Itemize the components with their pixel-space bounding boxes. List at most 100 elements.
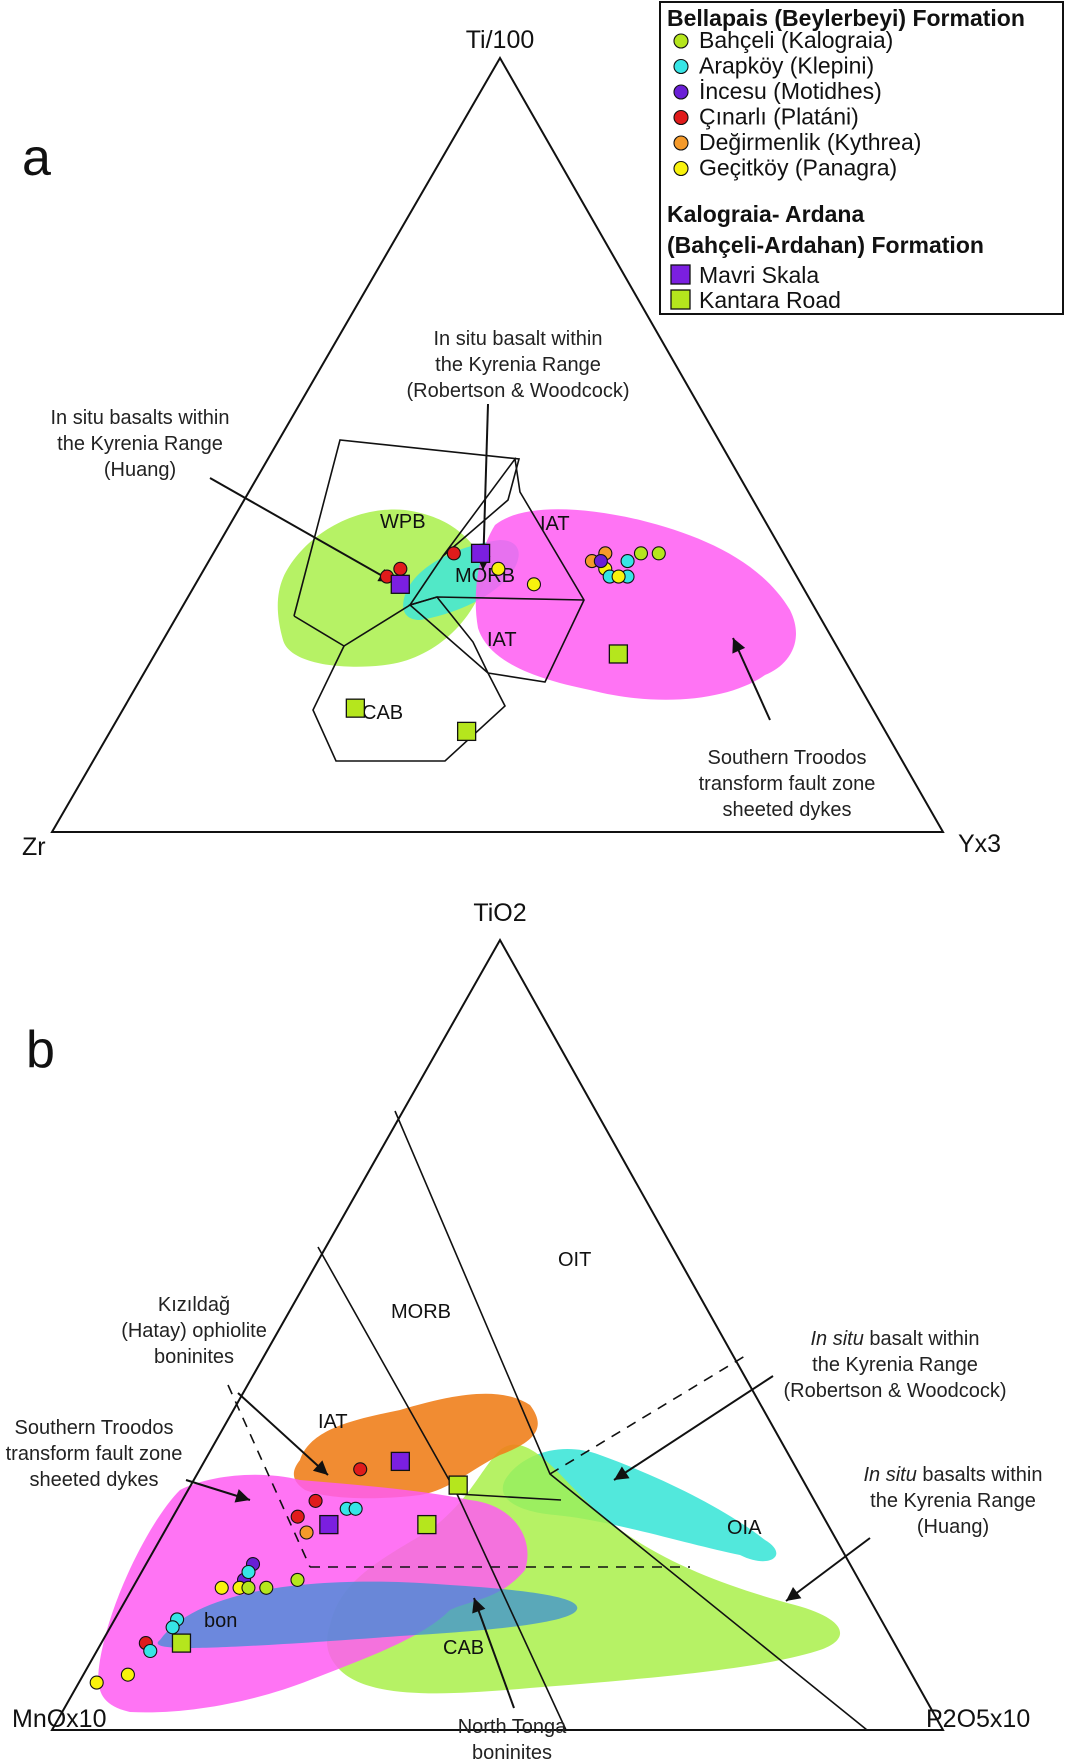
annotation-a-0-line-1: the Kyrenia Range: [57, 433, 223, 455]
annotation-b-2-line-1: the Kyrenia Range: [812, 1354, 978, 1376]
annotation-b-1-arrow-head: [234, 1489, 250, 1503]
annotation-b-1-line-1: transform fault zone: [6, 1443, 183, 1465]
annotation-b-3-span: the Kyrenia Range: [870, 1490, 1036, 1512]
annotation-b-2-span: In situ: [811, 1328, 864, 1350]
annotation-b-3-span: In situ: [864, 1464, 917, 1486]
annotation-b-4-arrow-line: [473, 1597, 515, 1709]
ternary-plot-b: b TiO2 MnOx10 P2O5x10 OITMORBIATOIACABbo…: [6, 899, 1043, 1763]
legend-title-bellapais: Bellapais (Beylerbeyi) Formation: [667, 5, 1025, 31]
annotation-b-3-span: (Huang): [917, 1516, 989, 1538]
envelopes-b: [98, 1393, 841, 1713]
field-boundaries-b: [227, 1110, 868, 1731]
b-point-11: [241, 1580, 256, 1595]
field-label-b-2: IAT: [318, 1411, 348, 1433]
legend: Bellapais (Beylerbeyi) Formation Bahçeli…: [659, 1, 1064, 315]
annotation-b-2: In situ basalt within the Kyrenia Range (R…: [613, 1328, 1007, 1481]
annotation-b-2-span: basalt within: [864, 1328, 980, 1350]
b-point-3: [348, 1501, 363, 1516]
a-point-17: [608, 644, 629, 664]
b-point-8: [241, 1564, 256, 1580]
legend-square-label-1: Kantara Road: [699, 287, 841, 313]
legend-label-4: Değirmenlik (Kythrea): [699, 129, 921, 155]
annotation-b-0-line-1: (Hatay) ophiolite: [121, 1320, 267, 1342]
legend-square-1: [670, 289, 691, 310]
annotation-b-3-line-2: (Huang): [917, 1516, 989, 1538]
annotation-b-0: Kızıldağ (Hatay) ophiolite boninites: [121, 1294, 329, 1476]
b-point-17: [143, 1643, 158, 1659]
annotation-b-0-line-2: boninites: [154, 1346, 234, 1368]
annotation-a-2-arrow-line: [732, 637, 771, 721]
field-boundary-iat-a: [343, 456, 585, 683]
field-boundary-dashed-top-b: [549, 1355, 746, 1475]
annotation-b-3: In situ basalts within the Kyrenia Range (…: [785, 1464, 1043, 1602]
envelope-north-tonga-b: [157, 1581, 578, 1648]
a-point-3: [491, 561, 506, 576]
annotation-b-2-line-2: (Robertson & Woodcock): [783, 1380, 1006, 1402]
b-point-10: [214, 1580, 229, 1595]
legend-marker-0: [673, 33, 689, 49]
b-point-18: [120, 1667, 135, 1682]
b-point-20: [390, 1451, 410, 1472]
triangle-frame-b: [50, 937, 945, 1731]
apex-right-a: Yx3: [958, 830, 1001, 858]
legend-title-kalograia-line1: Kalograia- Ardana: [667, 201, 864, 227]
annotation-a-0-arrow-line: [209, 477, 394, 583]
b-point-13: [290, 1572, 305, 1587]
annotation-b-3-line-0: In situ basalts within: [864, 1464, 1043, 1486]
b-point-15: [165, 1620, 180, 1635]
legend-marker-3: [673, 109, 689, 126]
legend-label-0: Bahçeli (Kalograia): [699, 27, 893, 53]
field-boundary-cab-b: [456, 1493, 567, 1731]
legend-label-1: Arapköy (Klepini): [699, 53, 874, 79]
field-label-b-0: OIT: [558, 1249, 591, 1271]
apex-right-b: P2O5x10: [926, 1705, 1030, 1733]
field-boundary-dashed-bon-b: [227, 1384, 311, 1568]
b-point-21: [319, 1514, 339, 1535]
apex-left-b: MnOx10: [12, 1705, 106, 1733]
annotation-b-2-span: the Kyrenia Range: [812, 1354, 978, 1376]
apex-top-b: TiO2: [473, 899, 526, 927]
a-point-18: [345, 698, 365, 718]
legend-group-bellapais: Bahçeli (Kalograia)Arapköy (Klepini)İnce…: [673, 27, 921, 181]
field-label-b-1: MORB: [391, 1301, 451, 1323]
a-point-2: [446, 546, 461, 561]
annotation-b-3-arrow-line: [785, 1537, 871, 1602]
a-point-4: [526, 577, 541, 592]
b-point-24: [171, 1633, 192, 1653]
legend-label-5: Geçitköy (Panagra): [699, 155, 897, 181]
b-point-4: [299, 1525, 314, 1540]
annotation-b-4-line-0: North Tonga: [458, 1716, 567, 1738]
annotation-b-0-line-0: Kızıldağ: [158, 1294, 230, 1316]
a-point-14: [611, 569, 626, 584]
annotation-b-3-line-1: the Kyrenia Range: [870, 1490, 1036, 1512]
annotation-a-1-line-1: the Kyrenia Range: [435, 354, 601, 376]
annotation-b-0-arrow-head: [312, 1460, 328, 1475]
a-point-8: [620, 554, 635, 569]
b-point-0: [353, 1462, 368, 1477]
field-label-b-3: OIA: [727, 1517, 762, 1539]
field-boundary-lower-a: [293, 596, 506, 762]
annotation-a-1-line-0: In situ basalt within: [434, 328, 603, 350]
a-point-1: [393, 561, 408, 576]
annotation-b-1-line-0: Southern Troodos: [15, 1417, 174, 1439]
annotation-a-2-line-1: transform fault zone: [699, 773, 876, 795]
legend-label-3: Çınarlı (Platáni): [699, 104, 859, 130]
a-point-7: [651, 546, 666, 561]
field-label-a-0: WPB: [380, 511, 426, 533]
annotation-a-0-line-0: In situ basalts within: [51, 407, 230, 429]
annotation-a-1-arrow-line: [482, 403, 489, 571]
annotation-b-3-span: basalts within: [917, 1464, 1043, 1486]
field-label-a-2: IAT: [540, 513, 570, 535]
annotation-b-2-span: (Robertson & Woodcock): [783, 1380, 1006, 1402]
annotation-a-2-line-0: Southern Troodos: [708, 747, 867, 769]
